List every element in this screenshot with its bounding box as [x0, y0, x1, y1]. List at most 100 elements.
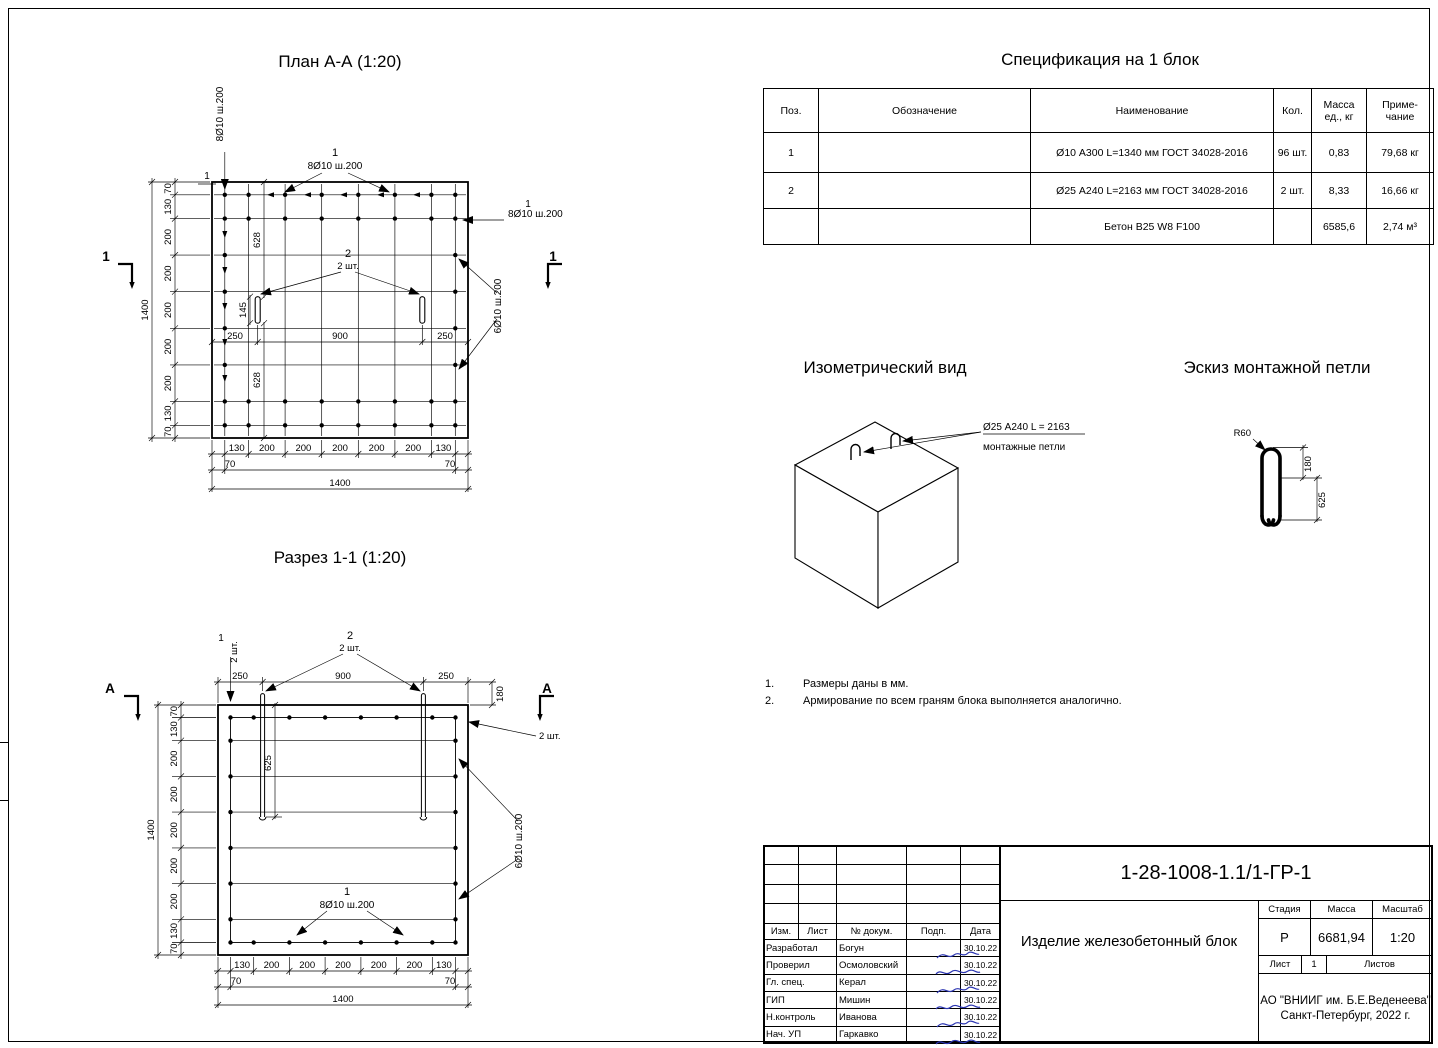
spec-header-note: Приме- чание	[1366, 88, 1434, 133]
dim-label: 250	[227, 331, 243, 342]
loop-callout-num: 2	[345, 248, 351, 260]
signature-cell	[906, 956, 980, 975]
title-block: Изм. Лист № докум. Подп. Дата Разработал…	[763, 844, 1433, 1045]
plan-lifting-loops	[254, 296, 426, 324]
spec-table: Поз. Обозначение Наименование Кол. Масса…	[763, 88, 1434, 245]
rebar-callout-vertical: 8Ø10 ш.200	[215, 86, 226, 141]
dim-label: 130	[163, 405, 174, 421]
dim-label: 70	[169, 706, 180, 717]
spec-cell-note: 2,74 м³	[1366, 208, 1434, 245]
spec-cell-note: 79,68 кг	[1366, 132, 1434, 173]
dim-label: 130	[436, 960, 452, 971]
signature-row: Разработал Богун 30.10.22	[763, 938, 1001, 959]
section-rebar-cage	[230, 717, 456, 943]
name-cell: Иванова	[836, 1008, 907, 1027]
dim-label: 145	[238, 302, 249, 318]
plan-callout-leaders	[220, 152, 504, 370]
note-text: Армирование по всем граням блока выполня…	[803, 695, 1122, 707]
rebar-callout: 8Ø10 ш.200	[308, 161, 363, 172]
dim-label: 200	[163, 229, 174, 245]
spec-header-mass-l1: Масса	[1323, 98, 1355, 111]
iso-view-svg: Ø25 А240 L = 2163 монтажные петли	[793, 421, 1085, 609]
signature	[935, 969, 980, 975]
section-cut-marks	[124, 694, 554, 721]
product-name: Изделие железобетонный блок	[999, 900, 1259, 1044]
org-line2: Санкт-Петербург, 2022 г.	[1280, 1009, 1411, 1022]
sheets-label: Листов	[1326, 955, 1433, 974]
section-rebar-lines	[231, 740, 455, 920]
loop-sketch-svg: R60 180 625	[1234, 428, 1328, 527]
loop-shape	[1260, 447, 1282, 527]
spec-cell-mass: 0,83	[1311, 132, 1367, 173]
name-cell: Мишин	[836, 990, 907, 1010]
dim-label: 200	[163, 265, 174, 281]
spec-cell-name: Ø10 А300 L=1340 мм ГОСТ 34028-2016	[1030, 132, 1274, 173]
sheet-frame	[8, 8, 1430, 1042]
plan-section-cut-marks	[118, 262, 562, 289]
dim-label: 200	[169, 822, 180, 838]
section-concrete-outline	[217, 704, 469, 956]
iso-label-line1: Ø25 А240 L = 2163	[983, 422, 1070, 433]
mass-label: Масса	[1310, 900, 1373, 919]
iso-leaders	[863, 431, 1085, 455]
signature	[936, 951, 979, 959]
dim-label: 130	[163, 199, 174, 215]
dim-label: 70	[169, 943, 180, 954]
plan-title: План А-А (1:20)	[278, 52, 402, 71]
section-rebar-dots	[228, 715, 458, 945]
rebar-callout-qty: 2 шт.	[229, 641, 240, 662]
revision-row	[763, 883, 1001, 905]
role-cell: Проверил	[763, 956, 837, 975]
dim-label: 200	[264, 960, 280, 971]
note-number: 2.	[765, 695, 775, 707]
dim-label: 200	[332, 443, 348, 454]
dim-label: 200	[299, 960, 315, 971]
organization: АО "ВНИИГ им. Б.Е.Веденеева" Санкт-Петер…	[1258, 973, 1433, 1044]
rebar-callout-side: 6Ø10 ш.200	[514, 813, 525, 868]
loop-callout-qty: 2 шт.	[339, 643, 360, 654]
dim-label: 200	[335, 960, 351, 971]
rebar-callout-num: 1	[525, 199, 531, 210]
rebar-callout: 8Ø10 ш.200	[320, 900, 375, 911]
plan-bar-direction-arrows	[222, 192, 420, 382]
dim-label: 70	[445, 459, 456, 470]
section-title: Разрез 1-1 (1:20)	[273, 548, 407, 567]
margin-tick	[0, 800, 9, 801]
dim-label: 180	[1303, 456, 1314, 472]
signature-row: Н.контроль Иванова 30.10.22	[763, 1008, 1001, 1028]
spec-row: 1 Ø10 А300 L=1340 мм ГОСТ 34028-2016 96 …	[763, 132, 1434, 173]
dim-label: 250	[232, 671, 248, 682]
loop-texts: R60 180 625	[1234, 428, 1328, 508]
name-cell: Гаркавко	[836, 1025, 907, 1045]
iso-label-line2: монтажные петли	[983, 442, 1065, 453]
dim-label: 200	[169, 858, 180, 874]
loop-callout-qty: 2 шт.	[337, 261, 358, 272]
scale-label: Масштаб	[1372, 900, 1433, 919]
spec-cell-pos: 1	[763, 132, 819, 173]
note-text: Размеры даны в мм.	[803, 678, 909, 690]
dim-total: 1400	[329, 478, 350, 489]
signature-cell	[906, 973, 979, 994]
iso-lifting-loops	[850, 432, 901, 460]
dim-label: 200	[163, 302, 174, 318]
stage-label: Стадия	[1258, 900, 1311, 919]
spec-header-qty: Кол.	[1273, 88, 1312, 133]
rebar-callout-num: 1	[218, 633, 224, 644]
signature	[936, 986, 979, 994]
dim-label: 900	[335, 671, 351, 682]
dim-label: 200	[169, 751, 180, 767]
spec-header-designation: Обозначение	[818, 88, 1031, 133]
dim-label: 200	[169, 786, 180, 802]
signature-cell	[906, 990, 980, 1010]
doc-number: 1-28-1008-1.1/1-ГР-1	[999, 845, 1433, 901]
col-header: Изм.	[763, 922, 799, 940]
dim-label: 250	[438, 671, 454, 682]
dim-label: 200	[163, 339, 174, 355]
spec-header-note-l2: чание	[1385, 110, 1415, 123]
dim-label: 70	[231, 976, 242, 987]
dim-label: 250	[437, 331, 453, 342]
plan-concrete-outline	[211, 181, 469, 439]
margin-tick	[0, 742, 9, 743]
dim-label: 130	[169, 721, 180, 737]
